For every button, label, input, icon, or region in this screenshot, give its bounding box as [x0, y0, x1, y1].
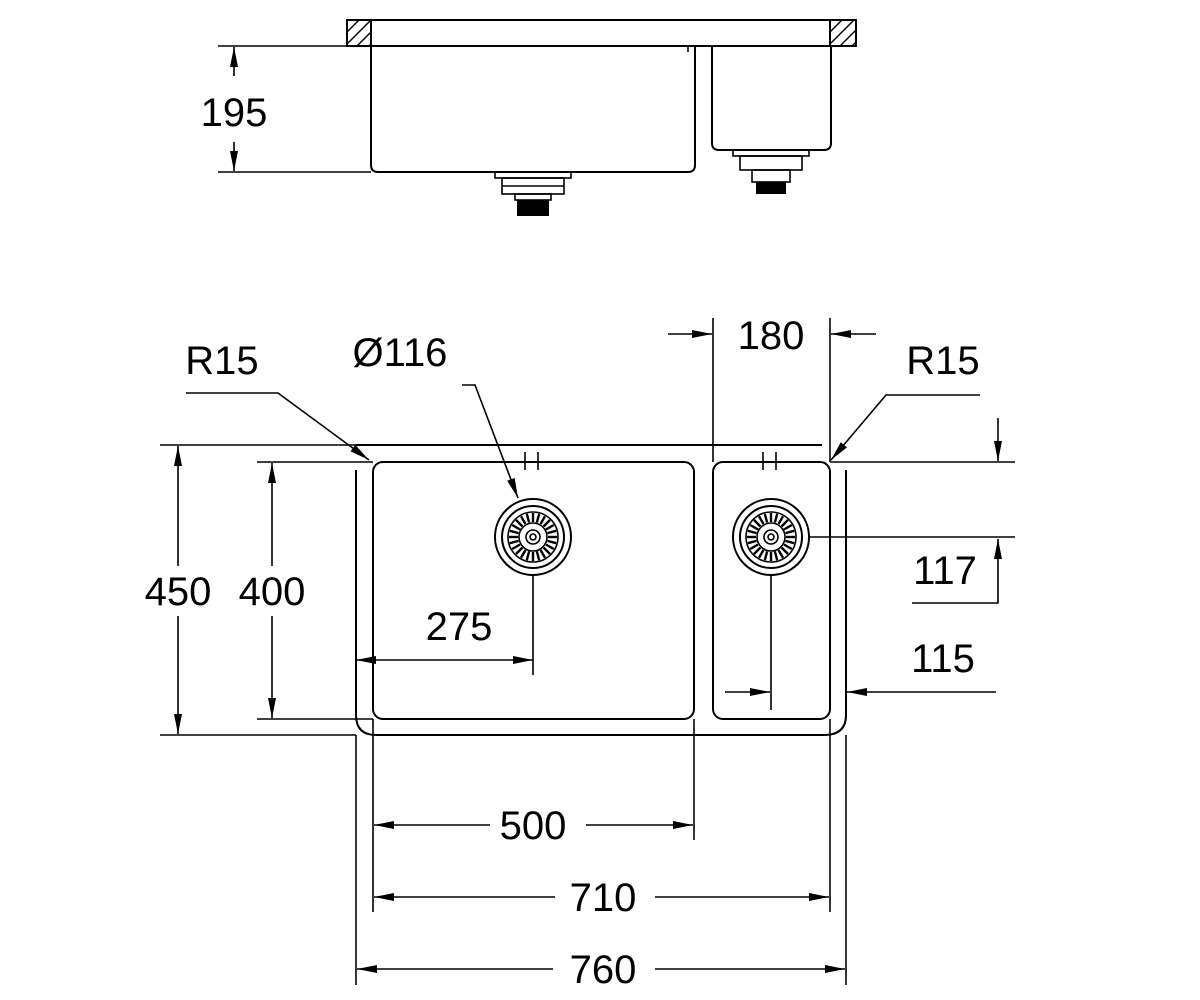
- waste-offset-large-label: 275: [426, 605, 493, 649]
- dimension-large-bowl-width: 500: [374, 804, 693, 848]
- countertop-left-hatch: [346, 19, 372, 47]
- strainer-slot: [515, 519, 524, 528]
- waste-offset-small-x-label: 115: [911, 637, 975, 681]
- strainer-slot: [511, 543, 521, 551]
- strainer-slot: [545, 523, 555, 531]
- strainer-slot: [535, 513, 541, 523]
- overall-width-label: 760: [570, 948, 637, 992]
- dimension-waste-diameter: Ø116: [353, 331, 519, 499]
- dimension-depth: 195: [201, 45, 371, 173]
- strainer-slot: [749, 523, 759, 531]
- dimension-waste-offset-small-y: 117: [809, 536, 1015, 604]
- strainer-slot: [783, 523, 793, 531]
- dimension-overall-width: 760: [357, 948, 845, 992]
- radius-right-label: R15: [906, 339, 979, 383]
- sink-outer-outline: [355, 470, 847, 736]
- strainer-slot: [542, 519, 551, 528]
- inner-width-label: 710: [570, 876, 637, 920]
- strainer-slot: [547, 529, 557, 535]
- strainer-slot: [525, 551, 531, 561]
- strainer-slot: [753, 519, 762, 528]
- strainer-slot: [773, 513, 779, 523]
- strainer-slot: [545, 543, 555, 551]
- centre-ticks: [518, 452, 784, 470]
- strainer-slot: [539, 549, 547, 559]
- strainer-slot: [525, 513, 531, 523]
- strainer-slot: [785, 539, 795, 545]
- strainer-slot: [777, 515, 785, 525]
- strainer-slot: [777, 549, 785, 559]
- strainer-slot: [535, 551, 541, 561]
- waste-diameter-label: Ø116: [353, 331, 448, 375]
- waste-small-plan: [732, 498, 810, 576]
- strainer-slot: [509, 539, 519, 545]
- small-bowl-width-label: 180: [738, 314, 805, 358]
- plan-view: R15 Ø116 180 R15: [145, 314, 1015, 992]
- dimension-small-bowl-width: 180: [668, 314, 876, 462]
- dimension-radius-right: R15: [830, 339, 980, 461]
- waste-fitting-small-side: [732, 149, 810, 194]
- dimension-top-offset: [830, 418, 1015, 463]
- dimension-inner-width: 710: [374, 876, 829, 920]
- overall-depth-label: 450: [145, 570, 212, 614]
- radius-left-label: R15: [185, 339, 258, 383]
- large-bowl-width-label: 500: [500, 804, 567, 848]
- side-view: 195: [201, 19, 857, 216]
- strainer-slot: [539, 515, 547, 525]
- strainer-slot: [757, 549, 765, 559]
- strainer-slot: [780, 519, 789, 528]
- strainer-slot: [773, 551, 779, 561]
- strainer-slot: [519, 549, 527, 559]
- dimension-bowl-depth: 400: [239, 461, 373, 720]
- dimension-waste-offset-small-x: 115: [725, 575, 996, 710]
- strainer-slot: [747, 539, 757, 545]
- dimension-radius-left: R15: [185, 339, 370, 461]
- strainer-slot: [749, 543, 759, 551]
- strainer-slot: [753, 546, 762, 555]
- strainer-slot: [509, 529, 519, 535]
- strainer-slot: [763, 513, 769, 523]
- dimension-depth-label: 195: [201, 91, 268, 135]
- strainer-slot: [763, 551, 769, 561]
- waste-fitting-large-side: [494, 171, 572, 216]
- strainer-slot: [519, 515, 527, 525]
- strainer-slot: [547, 539, 557, 545]
- strainer-slot: [785, 529, 795, 535]
- waste-offset-small-y-label: 117: [913, 549, 977, 593]
- strainer-slot: [747, 529, 757, 535]
- strainer-slot: [757, 515, 765, 525]
- strainer-slot: [515, 546, 524, 555]
- waste-large-plan: [494, 498, 572, 576]
- countertop-right-hatch: [829, 19, 857, 47]
- strainer-slot: [780, 546, 789, 555]
- dimension-overall-depth: 450: [145, 444, 356, 736]
- strainer-slot: [783, 543, 793, 551]
- bowl-depth-label: 400: [239, 570, 306, 614]
- dimension-waste-offset-large: 275: [356, 575, 534, 675]
- strainer-slot: [542, 546, 551, 555]
- strainer-slot: [511, 523, 521, 531]
- large-bowl-side: [370, 46, 696, 173]
- small-bowl-side: [711, 46, 832, 151]
